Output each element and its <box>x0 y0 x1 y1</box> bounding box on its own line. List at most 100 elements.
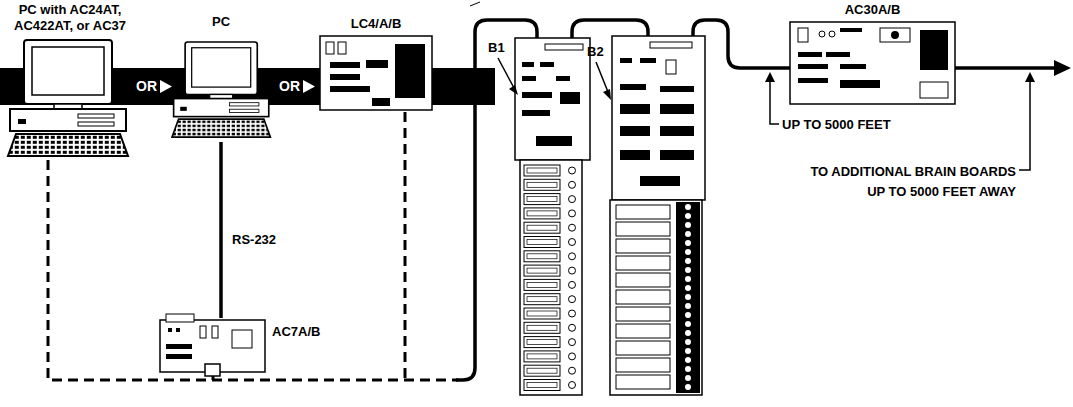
lc4-board <box>366 60 388 68</box>
relay-part <box>524 380 560 391</box>
pointer-arrow <box>596 62 608 92</box>
relay-part <box>527 368 557 373</box>
relay-part <box>527 282 557 287</box>
b2-board <box>676 202 700 393</box>
relay-part <box>616 375 670 389</box>
pointer-arrow <box>498 58 514 88</box>
relay-rack <box>524 165 691 391</box>
relay-part <box>685 303 691 309</box>
ac30-board <box>798 52 822 57</box>
relay-part <box>527 240 557 245</box>
b1-board <box>560 92 580 104</box>
b2-board <box>666 60 676 74</box>
relay-part <box>527 182 557 187</box>
relay-part <box>685 222 691 228</box>
relay-part <box>685 231 691 237</box>
relay-part <box>685 213 691 219</box>
leader-line <box>770 80 1030 170</box>
relay-part <box>616 307 670 321</box>
relay-part <box>524 237 560 248</box>
relay-part <box>616 239 670 253</box>
b2-board <box>620 84 646 90</box>
relay-part <box>616 205 670 219</box>
device-label: AC7A/B <box>272 324 338 340</box>
relay-part <box>569 181 576 188</box>
ac7-board <box>212 326 218 338</box>
relay-part <box>685 258 691 264</box>
relay-part <box>569 339 576 346</box>
device-label: LC4/A/B <box>318 16 434 32</box>
ac30-board <box>819 31 825 37</box>
leader-arrowhead <box>765 72 775 82</box>
or-arrow <box>160 80 172 93</box>
pointer-arrow <box>509 85 518 95</box>
ac30-board <box>840 64 866 69</box>
b2-board <box>612 36 705 200</box>
relay-part <box>524 208 560 219</box>
ac7-board <box>232 330 252 348</box>
rs232-cable <box>219 142 223 318</box>
relay-part <box>616 358 670 372</box>
ac7-board <box>205 364 220 376</box>
relay-part <box>569 367 576 374</box>
relay-part <box>527 354 557 359</box>
b2-board <box>660 104 694 114</box>
ac7-board <box>176 328 180 332</box>
device-node: LC4/A/B <box>318 10 434 112</box>
relay-part <box>524 265 560 276</box>
device-label: B1 <box>488 40 514 56</box>
relay-part <box>527 383 557 388</box>
b2-board <box>660 126 694 136</box>
b2-board <box>620 58 632 63</box>
ac7-board <box>168 328 172 332</box>
relay-part <box>527 254 557 259</box>
device-node: B2 <box>585 40 705 396</box>
device-node: AC7A/B <box>155 318 340 376</box>
relay-part <box>527 211 557 216</box>
lc4-board <box>320 36 432 110</box>
relay-part <box>685 348 691 354</box>
relay-part <box>524 322 560 333</box>
b1-board <box>515 38 590 395</box>
distance-note: TO ADDITIONAL BRAIN BOARDS UP TO 5000 FE… <box>790 162 1016 202</box>
lc4-board <box>326 42 334 54</box>
relay-part <box>527 325 557 330</box>
relay-part <box>569 353 576 360</box>
edge-label: RS-232 <box>232 232 276 248</box>
bus-cable <box>470 2 480 6</box>
relay-part <box>524 351 560 362</box>
pointer-arrow <box>603 89 611 100</box>
device-node: PC <box>170 12 272 142</box>
lc4-board <box>372 98 390 106</box>
relay-part <box>685 312 691 318</box>
relay-part <box>569 239 576 246</box>
ac30-board <box>920 82 948 98</box>
relay-part <box>527 268 557 273</box>
b1-board <box>540 62 554 67</box>
ac7-board <box>166 314 194 322</box>
device-node: B1 <box>486 36 592 396</box>
ac30-board <box>891 31 899 39</box>
relay-part <box>685 375 691 381</box>
relay-part <box>685 366 691 372</box>
relay-part <box>569 324 576 331</box>
lc4-board <box>395 44 425 98</box>
pc-computer <box>8 40 128 156</box>
relay-part <box>569 210 576 217</box>
leader-line <box>770 80 779 124</box>
relay-part <box>616 256 670 270</box>
distance-note: UP TO 5000 FEET <box>782 117 942 133</box>
lc4-board <box>330 86 370 92</box>
relay-part <box>569 224 576 231</box>
relay-part <box>685 285 691 291</box>
relay-part <box>527 297 557 302</box>
ac30-board <box>798 28 808 42</box>
ac30-board <box>790 22 955 104</box>
b1-board <box>522 76 536 81</box>
relay-part <box>685 357 691 363</box>
relay-part <box>524 337 560 348</box>
lc4-board <box>330 62 360 68</box>
b2-board <box>660 150 694 160</box>
b1-board <box>515 38 590 160</box>
relay-part <box>616 324 670 338</box>
